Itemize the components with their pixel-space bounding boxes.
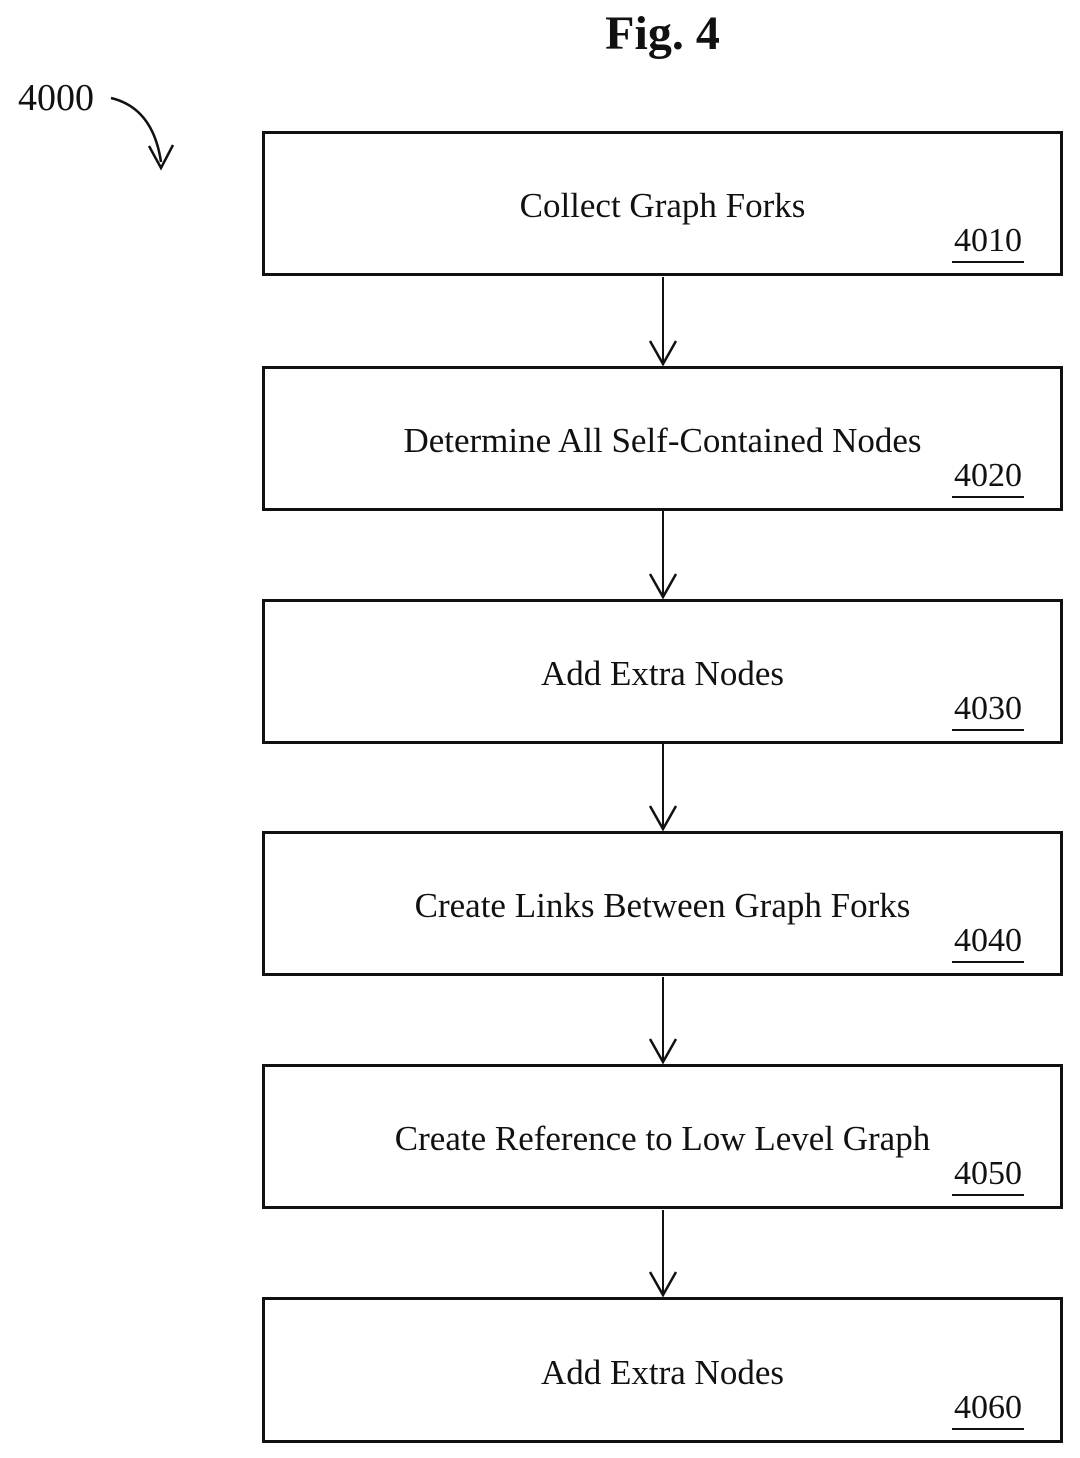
flow-step-determine-self-contained-nodes: Determine All Self-Contained Nodes 4020 bbox=[262, 366, 1063, 511]
step-label: Create Reference to Low Level Graph bbox=[394, 1119, 931, 1159]
step-label: Add Extra Nodes bbox=[540, 1352, 784, 1392]
down-arrow-icon bbox=[648, 744, 678, 831]
flow-step-add-extra-nodes-1: Add Extra Nodes 4030 bbox=[262, 599, 1063, 744]
step-label: Create Links Between Graph Forks bbox=[414, 886, 911, 926]
step-ref: 4010 bbox=[952, 224, 1024, 263]
down-arrow-icon bbox=[648, 511, 678, 599]
step-label: Determine All Self-Contained Nodes bbox=[403, 421, 922, 461]
diagram-reference-label: 4000 bbox=[18, 77, 94, 119]
step-ref: 4050 bbox=[952, 1157, 1024, 1196]
curved-lead-arrow-icon bbox=[110, 96, 175, 171]
down-arrow-icon bbox=[648, 277, 678, 366]
step-label: Collect Graph Forks bbox=[519, 186, 806, 226]
down-arrow-icon bbox=[648, 977, 678, 1064]
figure-title: Fig. 4 bbox=[605, 7, 720, 60]
down-arrow-icon bbox=[648, 1210, 678, 1297]
flow-step-create-links-between-graph-forks: Create Links Between Graph Forks 4040 bbox=[262, 831, 1063, 976]
step-label: Add Extra Nodes bbox=[540, 654, 784, 694]
step-ref: 4040 bbox=[952, 924, 1024, 963]
step-ref: 4020 bbox=[952, 459, 1024, 498]
flow-step-collect-graph-forks: Collect Graph Forks 4010 bbox=[262, 131, 1063, 276]
step-ref: 4060 bbox=[952, 1391, 1024, 1430]
flow-step-add-extra-nodes-2: Add Extra Nodes 4060 bbox=[262, 1297, 1063, 1443]
step-ref: 4030 bbox=[952, 692, 1024, 731]
flow-step-create-reference-to-low-level-graph: Create Reference to Low Level Graph 4050 bbox=[262, 1064, 1063, 1209]
